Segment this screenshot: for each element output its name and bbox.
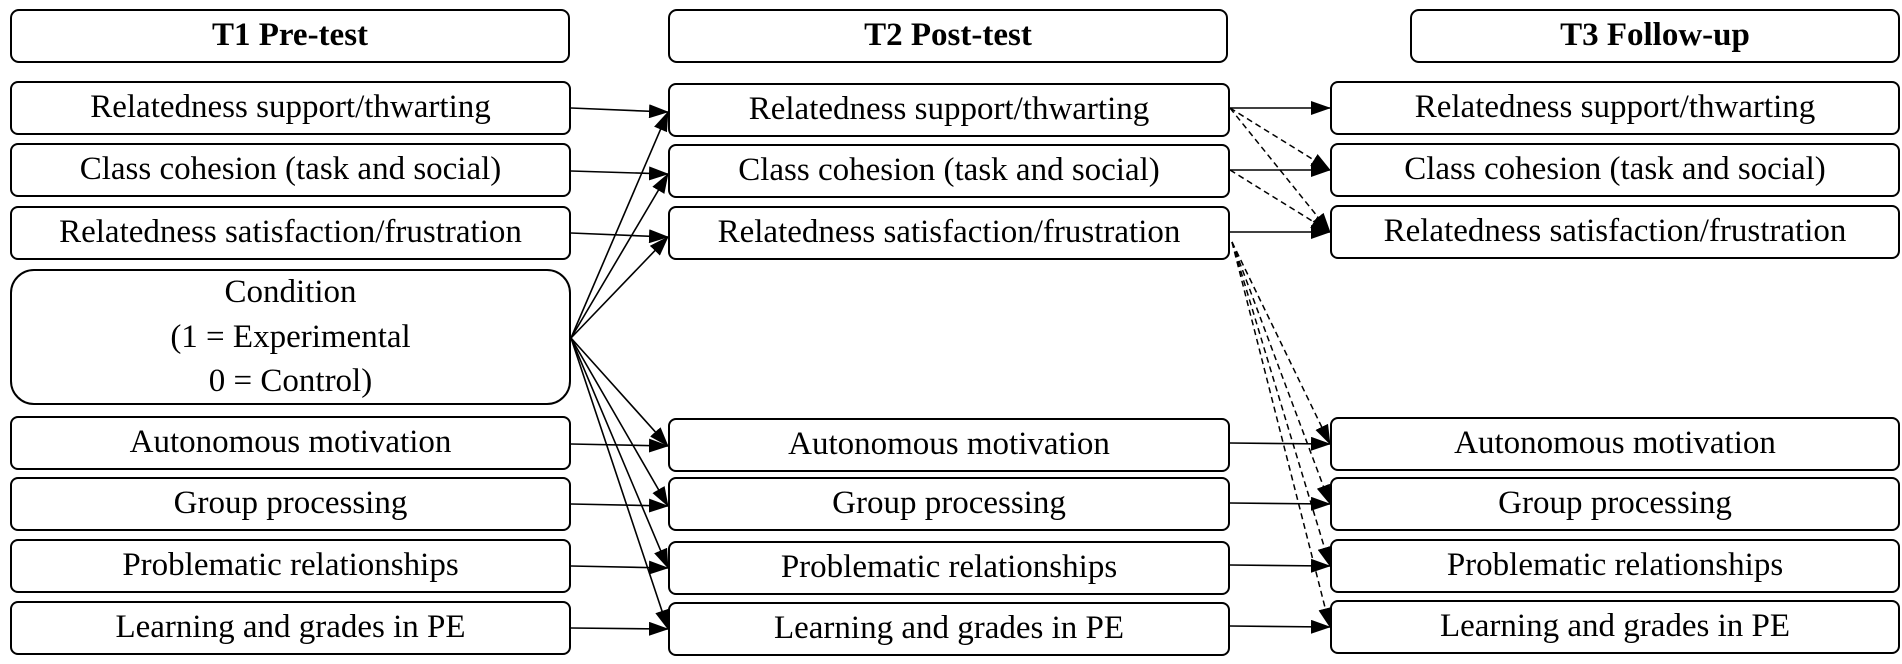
arrow-condition-t2-relatedness-satisfaction bbox=[570, 236, 669, 339]
t2-class-cohesion-box: Class cohesion (task and social) bbox=[668, 144, 1230, 198]
dashed-arrow-t2-support-t3-cohesion bbox=[1229, 107, 1331, 171]
t3-autonomous-motivation-box: Autonomous motivation bbox=[1330, 417, 1900, 471]
t3-group-processing-box: Group processing bbox=[1330, 477, 1900, 531]
arrow-t1-t2-problematic-relationships bbox=[570, 560, 669, 575]
arrow-condition-t2-group-processing bbox=[570, 337, 669, 507]
condition-control-code: 0 = Control) bbox=[208, 363, 373, 400]
t3-relatedness-satisfaction-box: Relatedness satisfaction/frustration bbox=[1330, 205, 1900, 259]
dashed-arrow-t2-satisfaction-t3-problematic bbox=[1231, 241, 1332, 567]
dashed-arrow-t2-satisfaction-t3-learning bbox=[1231, 241, 1333, 628]
condition-experimental-code: (1 = Experimental bbox=[170, 318, 411, 355]
t2-relatedness-satisfaction-box: Relatedness satisfaction/frustration bbox=[668, 206, 1230, 260]
arrow-condition-t2-autonomous-motivation bbox=[570, 337, 669, 447]
header-t2-posttest: T2 Post-test bbox=[668, 9, 1228, 63]
dashed-arrow-t2-satisfaction-t3-autonomous bbox=[1231, 241, 1331, 445]
arrow-t1-t2-learning-grades bbox=[570, 621, 669, 636]
t1-condition-box: Condition (1 = Experimental 0 = Control) bbox=[10, 269, 571, 405]
dashed-arrow-t2-cohesion-t3-satisfaction bbox=[1229, 169, 1331, 233]
dashed-arrow-t2-satisfaction-t3-group bbox=[1231, 241, 1331, 505]
t3-problematic-relationships-box: Problematic relationships bbox=[1330, 539, 1900, 593]
arrow-t1-t2-class-cohesion bbox=[570, 166, 669, 181]
arrow-t1-t2-group-processing bbox=[570, 498, 669, 513]
header-t1-pretest: T1 Pre-test bbox=[10, 9, 570, 63]
t1-group-processing-box: Group processing bbox=[10, 477, 571, 531]
t2-autonomous-motivation-box: Autonomous motivation bbox=[668, 418, 1230, 472]
header-t3-followup: T3 Follow-up bbox=[1410, 9, 1900, 63]
arrow-t2-t3-group-processing bbox=[1229, 496, 1331, 511]
arrow-t1-t2-relatedness-satisfaction bbox=[570, 229, 669, 244]
arrow-condition-t2-relatedness-support bbox=[570, 111, 669, 339]
t1-autonomous-motivation-box: Autonomous motivation bbox=[10, 416, 571, 470]
arrow-condition-t2-class-cohesion bbox=[570, 173, 669, 339]
arrow-t1-t2-autonomous-motivation bbox=[570, 438, 669, 453]
t2-group-processing-box: Group processing bbox=[668, 477, 1230, 531]
t2-problematic-relationships-box: Problematic relationships bbox=[668, 541, 1230, 595]
t3-relatedness-support-box: Relatedness support/thwarting bbox=[1330, 81, 1900, 135]
arrow-condition-t2-problematic-relationships bbox=[570, 337, 669, 569]
t3-class-cohesion-box: Class cohesion (task and social) bbox=[1330, 143, 1900, 197]
condition-label: Condition bbox=[224, 274, 357, 311]
t1-problematic-relationships-box: Problematic relationships bbox=[10, 539, 571, 593]
t3-learning-grades-box: Learning and grades in PE bbox=[1330, 600, 1900, 654]
t1-learning-grades-box: Learning and grades in PE bbox=[10, 601, 571, 655]
arrow-condition-t2-learning-grades bbox=[570, 337, 669, 630]
t1-relatedness-support-box: Relatedness support/thwarting bbox=[10, 81, 571, 135]
arrow-t2-t3-problematic-relationships bbox=[1229, 558, 1331, 573]
arrow-t2-t3-autonomous-motivation bbox=[1229, 436, 1331, 451]
arrow-t1-t2-relatedness-support bbox=[570, 104, 669, 119]
t1-relatedness-satisfaction-box: Relatedness satisfaction/frustration bbox=[10, 206, 571, 260]
arrow-t2-t3-learning-grades bbox=[1229, 619, 1331, 634]
t2-relatedness-support-box: Relatedness support/thwarting bbox=[668, 83, 1230, 137]
dashed-arrow-t2-support-t3-satisfaction bbox=[1229, 107, 1331, 233]
t1-class-cohesion-box: Class cohesion (task and social) bbox=[10, 143, 571, 197]
t2-learning-grades-box: Learning and grades in PE bbox=[668, 602, 1230, 656]
